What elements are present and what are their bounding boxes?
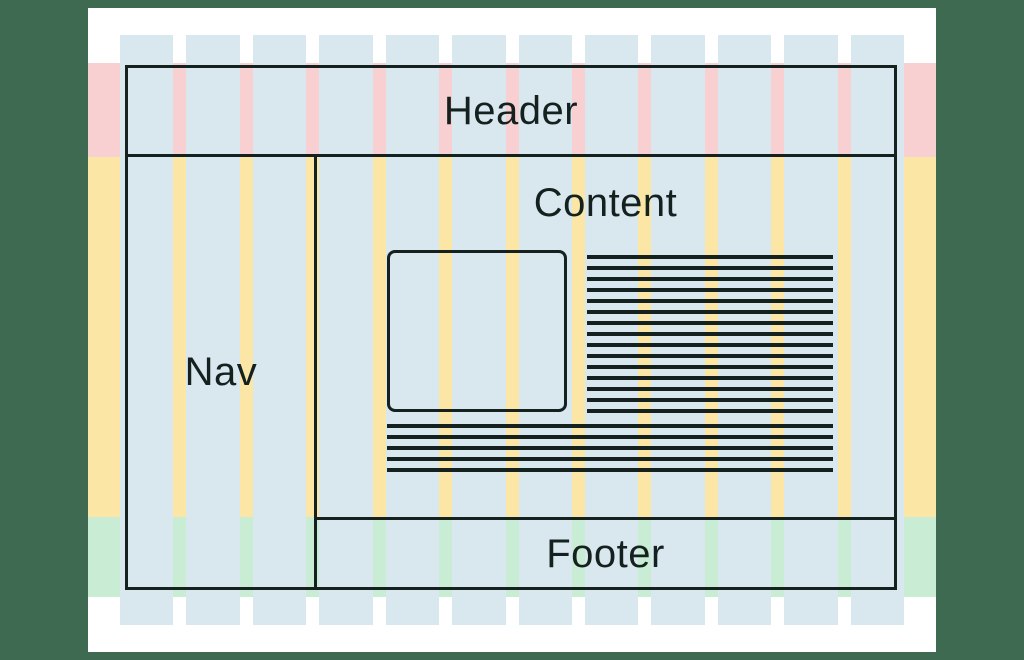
text-line	[587, 277, 833, 281]
text-line	[587, 321, 833, 325]
content-text-lines-bottom	[387, 424, 833, 472]
text-line	[387, 468, 833, 472]
text-line	[587, 288, 833, 292]
content-box: Content	[314, 154, 897, 520]
footer-label: Footer	[546, 531, 665, 576]
text-line	[587, 409, 833, 413]
text-line	[587, 398, 833, 402]
text-line	[587, 365, 833, 369]
footer-box: Footer	[314, 517, 897, 590]
text-line	[587, 332, 833, 336]
content-label: Content	[533, 181, 678, 225]
text-line	[587, 354, 833, 358]
text-line	[587, 266, 833, 270]
content-image-placeholder	[387, 250, 567, 412]
text-line	[587, 376, 833, 380]
text-line	[587, 343, 833, 347]
nav-label: Nav	[184, 350, 258, 394]
text-line	[587, 387, 833, 391]
page-mockup: Header Nav Content Footer	[88, 8, 936, 652]
nav-box: Nav	[125, 154, 317, 590]
header-label: Header	[443, 89, 579, 133]
text-line	[387, 424, 833, 428]
text-line	[387, 446, 833, 450]
content-text-lines-right	[587, 255, 833, 413]
text-line	[587, 299, 833, 303]
text-line	[587, 255, 833, 259]
text-line	[587, 310, 833, 314]
header-box: Header	[125, 65, 897, 157]
text-line	[387, 435, 833, 439]
text-line	[387, 457, 833, 461]
